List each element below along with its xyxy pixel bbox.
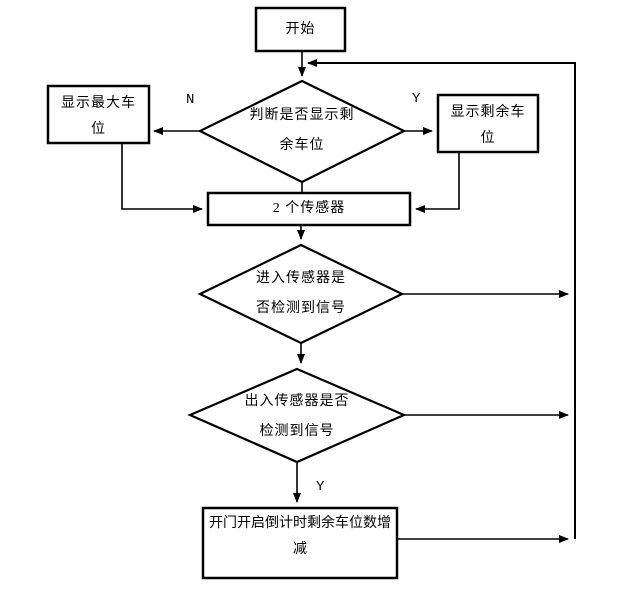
decision-exit-shape xyxy=(187,367,407,464)
decision-exit-label: 出入传感器是否 检测到信号 xyxy=(244,394,350,439)
decision-display-label: 判断是否显示剩 余车位 xyxy=(249,108,355,153)
edge-loop-back-to-top xyxy=(307,59,576,539)
open-door-node-label: 开门开启倒计时剩余车位数增 减 xyxy=(209,516,391,557)
sensors-node-shape xyxy=(206,191,412,227)
decision-entry-shape xyxy=(197,243,405,345)
show-remaining-node-label: 显示剩余车 位 xyxy=(450,104,526,146)
edge-show-remaining-to-sensors xyxy=(415,152,460,213)
show-max-node-shape xyxy=(46,84,151,145)
sensors-node-label: 2 个传感器 xyxy=(272,201,346,216)
start-node-shape xyxy=(254,6,347,53)
edge-show-max-to-sensors xyxy=(121,143,203,213)
branch-label-yes: Y xyxy=(412,91,421,107)
decision-display-shape xyxy=(197,79,407,184)
start-node-label: 开始 xyxy=(285,21,316,37)
open-door-node-shape xyxy=(201,506,399,580)
decision-entry-label: 进入传感器是 否检测到信号 xyxy=(256,271,346,316)
show-max-node-label: 显示最大车 位 xyxy=(61,95,136,137)
branch-label-no: N xyxy=(186,92,195,108)
branch-label-yes-exit: Y xyxy=(316,479,325,495)
show-remaining-node-shape xyxy=(436,93,540,154)
